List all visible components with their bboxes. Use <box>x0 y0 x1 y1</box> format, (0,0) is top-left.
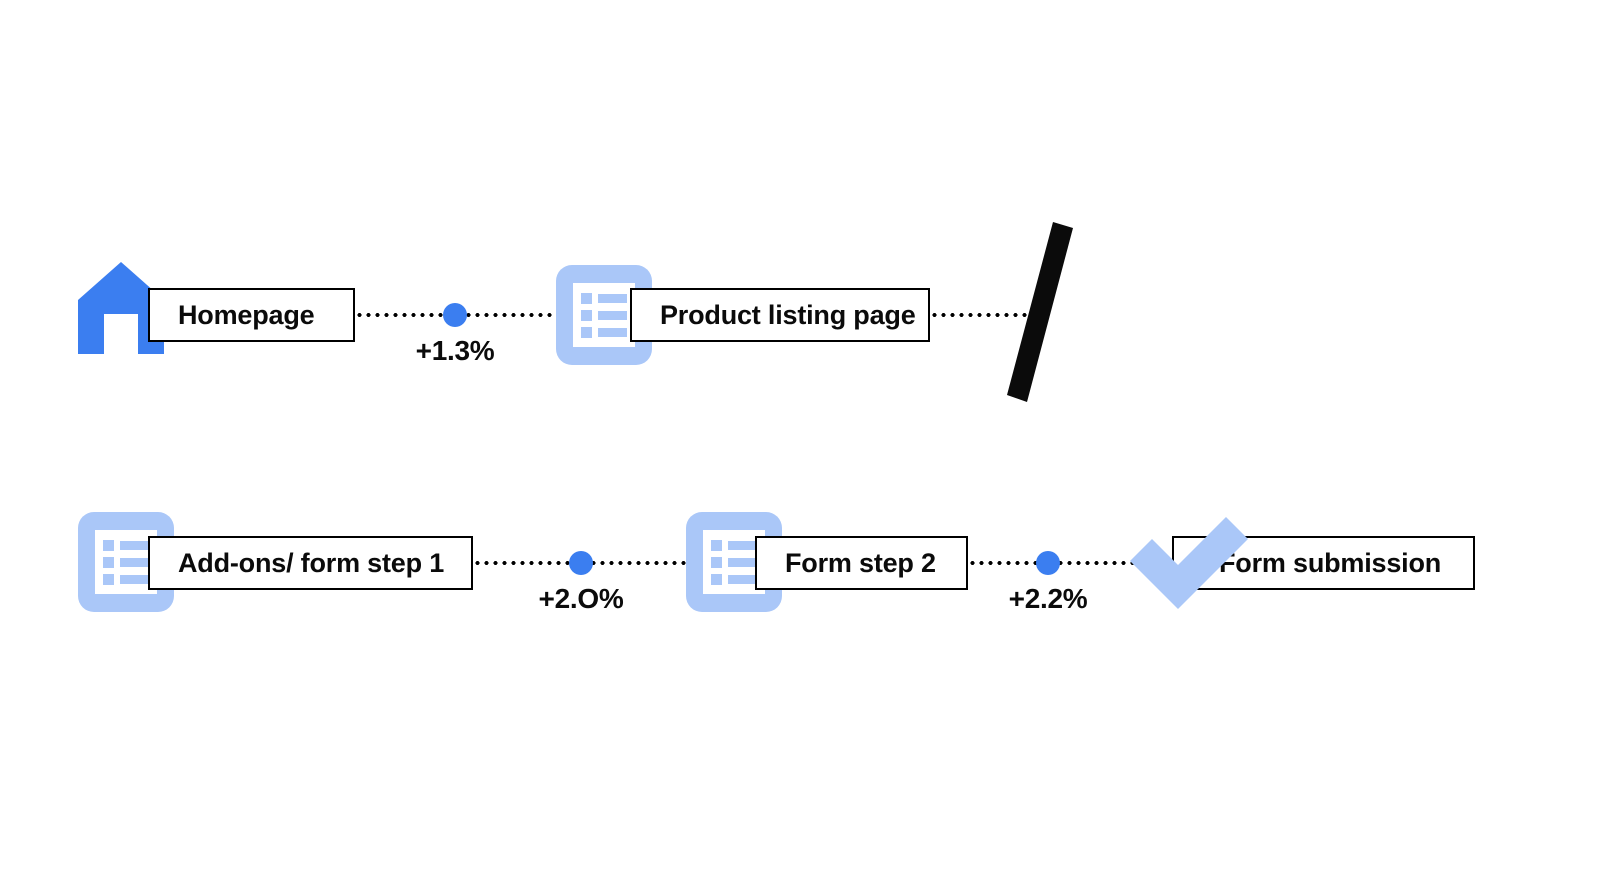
step-label-form-step-2: Form step 2 <box>785 547 936 578</box>
step-label-homepage: Homepage <box>178 299 315 330</box>
metric-value-uplift-2: +2.O% <box>538 583 624 614</box>
step-box-add-ons-form-step-1[interactable]: Add-ons/ form step 1 <box>148 536 473 590</box>
step-label-form-submission: Form submission <box>1219 547 1442 578</box>
step-box-homepage[interactable]: Homepage <box>148 288 355 342</box>
step-label-product-listing-page: Product listing page <box>660 299 916 330</box>
connector-uplift3-to-form-submission <box>1047 561 1162 565</box>
check-icon <box>1122 506 1252 618</box>
connector-addons-to-uplift2 <box>473 561 583 565</box>
home-icon <box>78 262 164 354</box>
connector-uplift1-to-product-listing <box>455 313 645 317</box>
metric-value-uplift-1: +1.3% <box>415 335 495 366</box>
step-box-form-submission[interactable]: Form submission <box>1172 536 1475 590</box>
connector-form-step-2-to-uplift3 <box>968 561 1050 565</box>
step-box-product-listing-page[interactable]: Product listing page <box>630 288 930 342</box>
connector-homepage-to-uplift1 <box>355 313 457 317</box>
diagonal-slash-mark <box>995 222 1085 402</box>
connector-product-listing-to-slash <box>930 313 1042 317</box>
step-box-form-step-2[interactable]: Form step 2 <box>755 536 968 590</box>
step-label-add-ons-form-step-1: Add-ons/ form step 1 <box>178 547 445 578</box>
metric-dot-icon <box>1036 551 1060 575</box>
metric-dot-icon <box>443 303 467 327</box>
metric-dot-icon <box>569 551 593 575</box>
list-document-icon-product-listing <box>556 265 652 365</box>
connector-uplift2-to-form-step-2 <box>580 561 775 565</box>
metric-value-uplift-3: +2.2% <box>1008 583 1088 614</box>
